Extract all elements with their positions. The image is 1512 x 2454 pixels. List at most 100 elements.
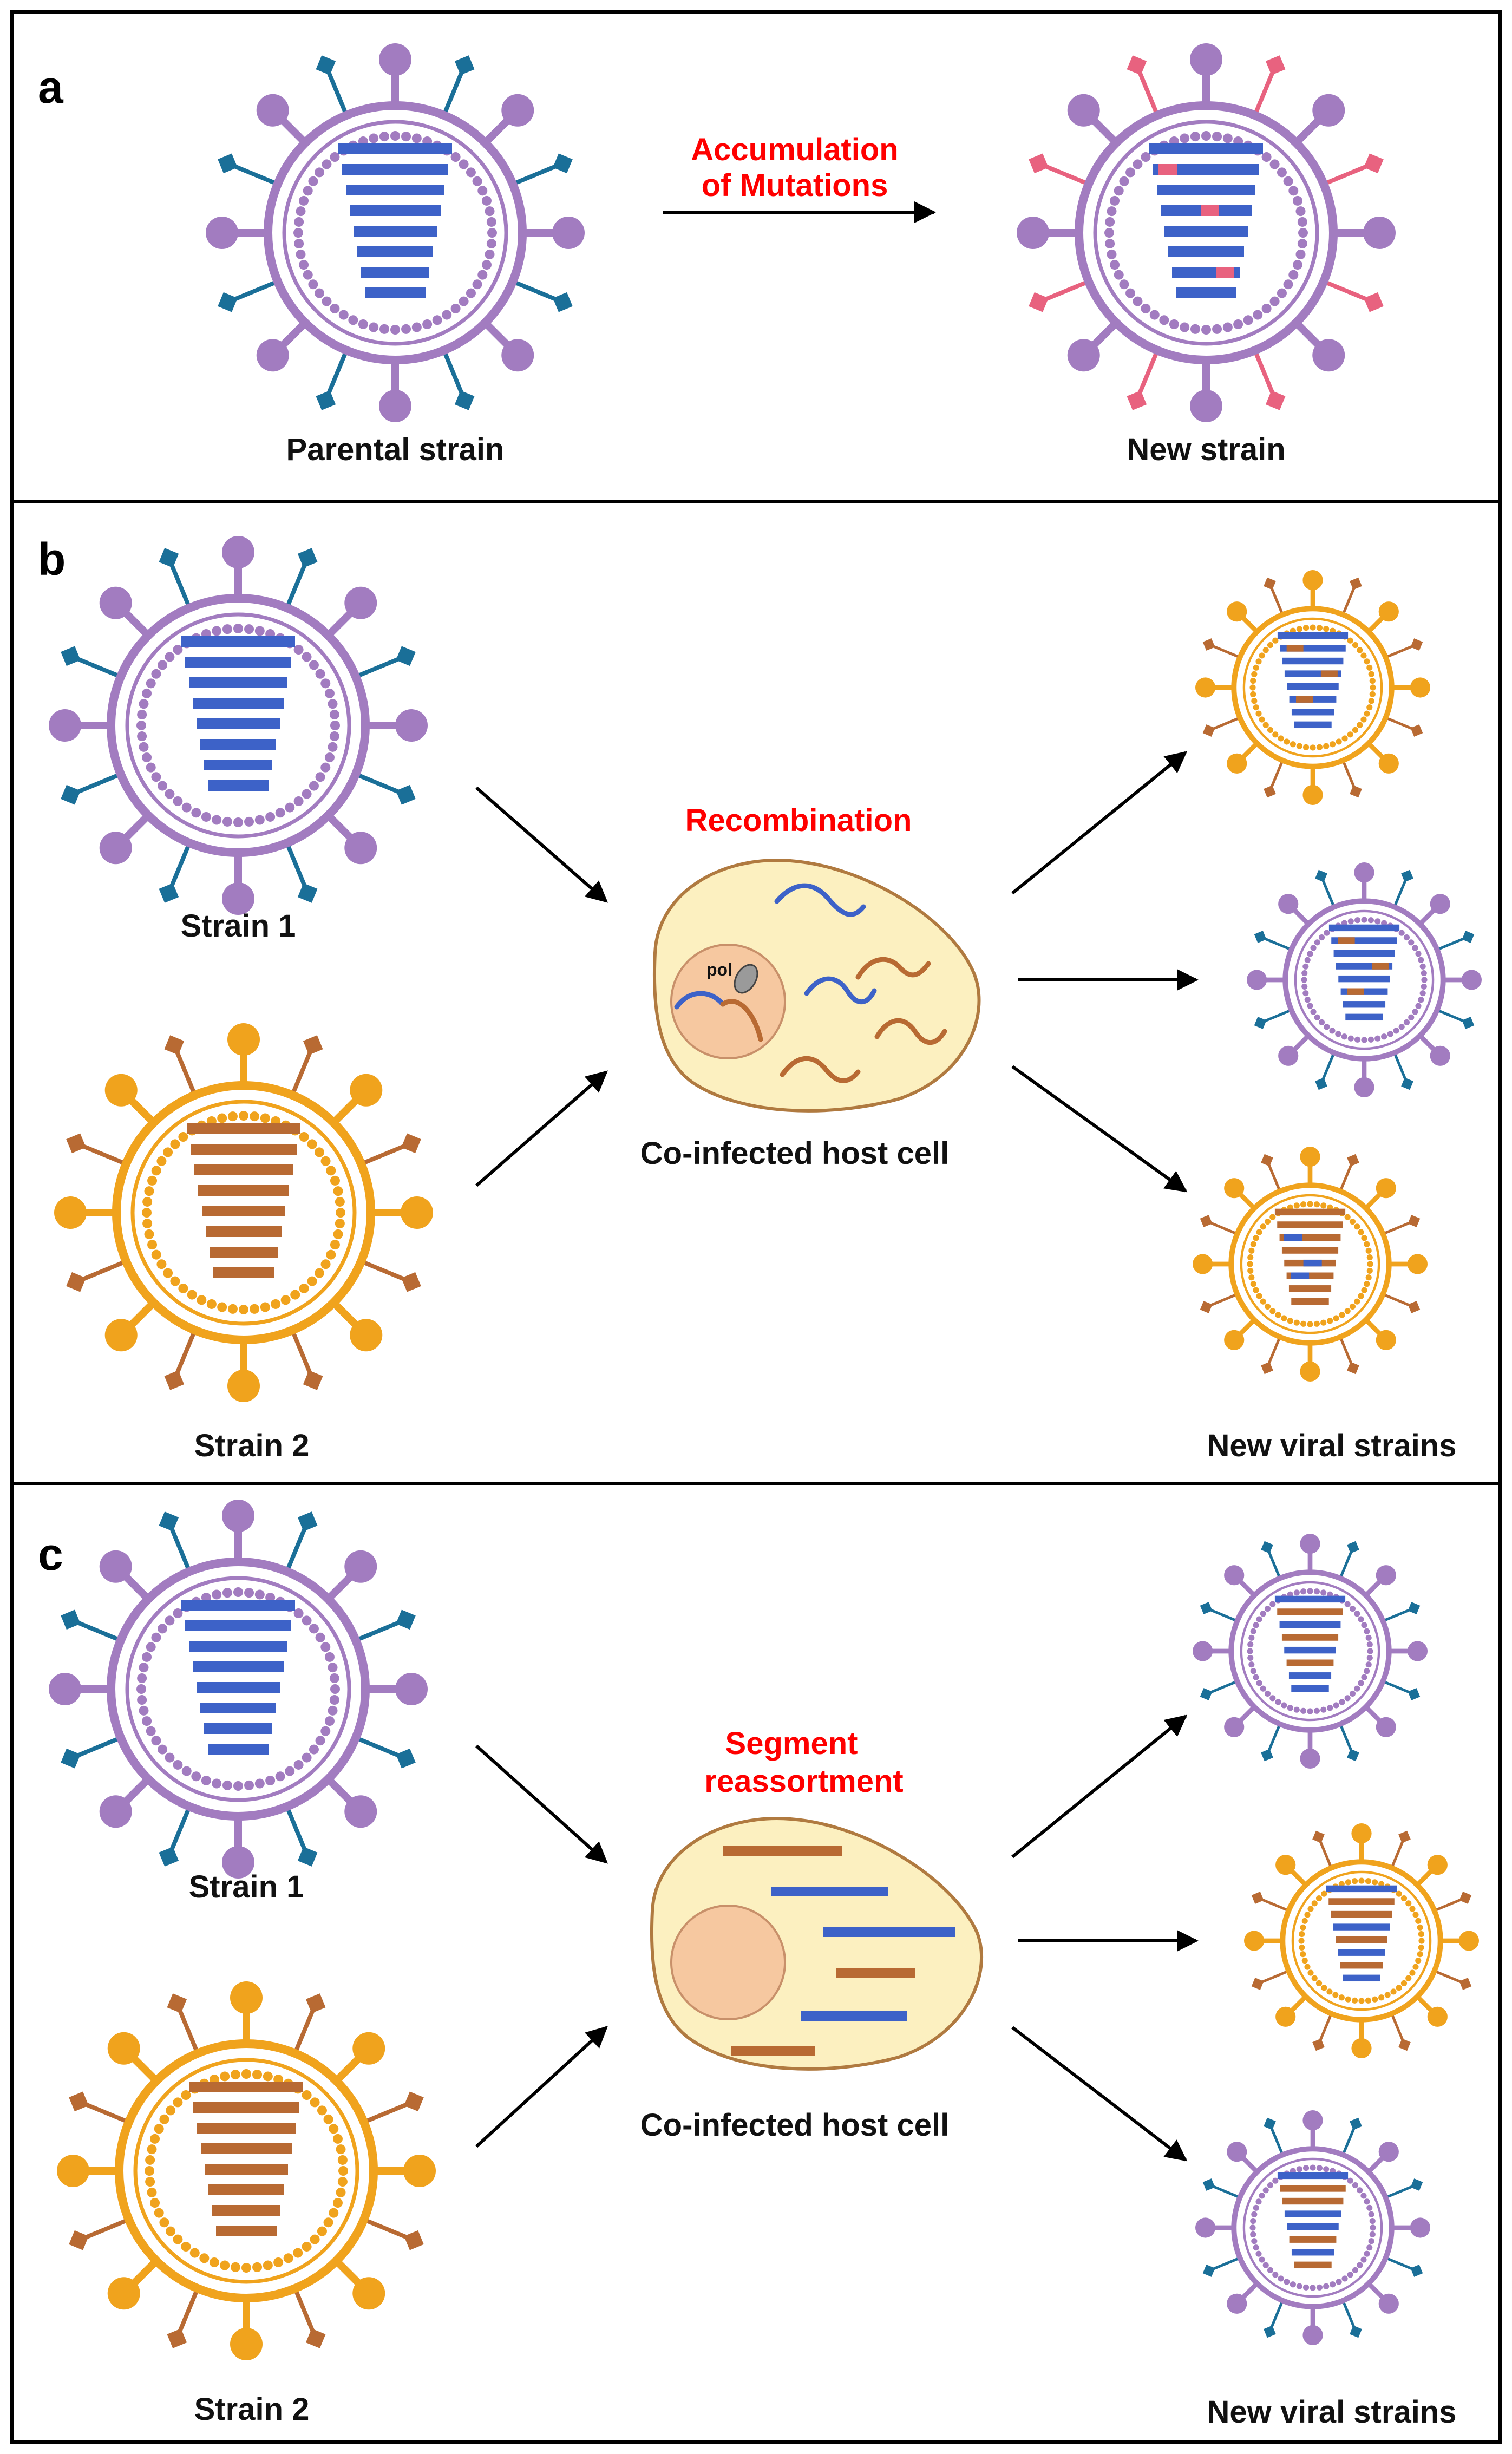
matrix-dot	[1361, 1287, 1367, 1293]
genome-segment	[1289, 2236, 1337, 2243]
matrix-dot	[1253, 1287, 1259, 1293]
rna-strand-1	[774, 883, 866, 917]
matrix-dot	[1347, 1035, 1354, 1042]
matrix-dot	[1250, 1628, 1256, 1634]
flag-head	[303, 1370, 323, 1390]
matrix-dot	[1292, 260, 1302, 270]
matrix-dot	[303, 270, 313, 280]
matrix-dot	[280, 1295, 291, 1305]
matrix-dot	[1269, 1601, 1276, 1607]
flag-head	[1347, 1749, 1359, 1762]
matrix-dot	[1125, 288, 1136, 298]
spike-head	[1351, 1823, 1372, 1844]
matrix-dot	[1267, 642, 1274, 649]
flag-head	[1347, 1154, 1359, 1167]
matrix-dot	[137, 1673, 147, 1683]
genome-segment	[1274, 1208, 1346, 1216]
matrix-dot	[254, 626, 265, 636]
matrix-dot	[1269, 296, 1280, 306]
matrix-dot	[142, 1716, 152, 1726]
spike-head	[104, 1319, 138, 1352]
flag-head	[553, 153, 573, 174]
matrix-dot	[260, 1113, 270, 1123]
matrix-dot	[1290, 2281, 1296, 2288]
matrix-dot	[302, 2090, 312, 2100]
matrix-dot	[1114, 270, 1124, 280]
matrix-dot	[1390, 1988, 1397, 1995]
genome-segment	[1288, 1285, 1332, 1292]
matrix-dot	[145, 2166, 154, 2176]
genome-segment	[197, 2123, 296, 2134]
matrix-dot	[1201, 131, 1211, 141]
matrix-dot	[1201, 325, 1211, 335]
matrix-dot	[1119, 176, 1129, 186]
matrix-dot	[142, 1652, 152, 1662]
matrix-dot	[1365, 1274, 1372, 1281]
matrix-dot	[1247, 1254, 1254, 1261]
matrix-dot	[1262, 722, 1269, 728]
flag-head	[454, 55, 475, 75]
matrix-dot	[154, 2208, 164, 2218]
matrix-dot	[1169, 319, 1179, 329]
matrix-dot	[1264, 1605, 1271, 1612]
flag-head	[1398, 1830, 1411, 1843]
matrix-dot	[1260, 1298, 1266, 1305]
matrix-dot	[1119, 279, 1129, 290]
matrix-dot	[299, 1283, 309, 1293]
recombination-label: Recombination	[685, 803, 912, 838]
genome-segment	[197, 718, 280, 729]
parental-strain-label: Parental strain	[286, 432, 505, 467]
flag-head	[1261, 1154, 1273, 1167]
matrix-dot	[390, 131, 400, 141]
matrix-dot	[217, 1302, 227, 1312]
spike-head	[1378, 753, 1399, 774]
flag-head	[1350, 2325, 1362, 2338]
matrix-dot	[222, 1588, 232, 1598]
matrix-dot	[332, 2134, 343, 2144]
matrix-dot	[337, 2177, 348, 2187]
matrix-dot	[1344, 1601, 1351, 1607]
genome-segment	[338, 143, 452, 154]
matrix-dot	[459, 296, 469, 306]
matrix-dot	[432, 315, 442, 325]
genome-segment	[1288, 1672, 1332, 1679]
flag-head	[404, 2091, 424, 2112]
matrix-dot	[401, 324, 411, 334]
flag-head	[401, 1133, 421, 1154]
matrix-dot	[1366, 1654, 1373, 1661]
rna-strand-5	[780, 1056, 861, 1083]
genome-segment	[193, 2102, 299, 2113]
matrix-dot	[1347, 2272, 1353, 2278]
matrix-dot	[1408, 939, 1415, 946]
matrix-dot	[254, 815, 265, 825]
matrix-dot	[165, 1615, 175, 1626]
matrix-dot	[1267, 727, 1274, 734]
matrix-dot	[1408, 1014, 1415, 1020]
matrix-dot	[163, 1147, 173, 1157]
matrix-dot	[1278, 2275, 1284, 2282]
matrix-dot	[212, 1589, 222, 1600]
matrix-dot	[1110, 260, 1120, 270]
matrix-dot	[1398, 1024, 1405, 1030]
matrix-dot	[244, 624, 254, 634]
spike-head	[1354, 1077, 1374, 1097]
matrix-dot	[170, 1139, 180, 1149]
matrix-dot	[1299, 1944, 1305, 1951]
matrix-dot	[1374, 918, 1381, 925]
matrix-dot	[309, 1744, 319, 1755]
mutation-mark	[1216, 267, 1234, 278]
matrix-dot	[1361, 917, 1367, 923]
matrix-dot	[139, 1663, 149, 1673]
matrix-dot	[150, 2134, 160, 2144]
matrix-dot	[1313, 1320, 1320, 1327]
matrix-dot	[320, 1259, 331, 1269]
genome-segment	[1277, 1221, 1343, 1228]
genome-segment	[210, 1247, 278, 1258]
matrix-dot	[315, 669, 325, 679]
flag-head	[61, 1748, 81, 1769]
matrix-dot	[1300, 1924, 1306, 1931]
segment-free-1	[723, 1846, 842, 1856]
matrix-dot	[1323, 2166, 1330, 2172]
matrix-dot	[1300, 1707, 1307, 1714]
matrix-dot	[1212, 324, 1222, 334]
